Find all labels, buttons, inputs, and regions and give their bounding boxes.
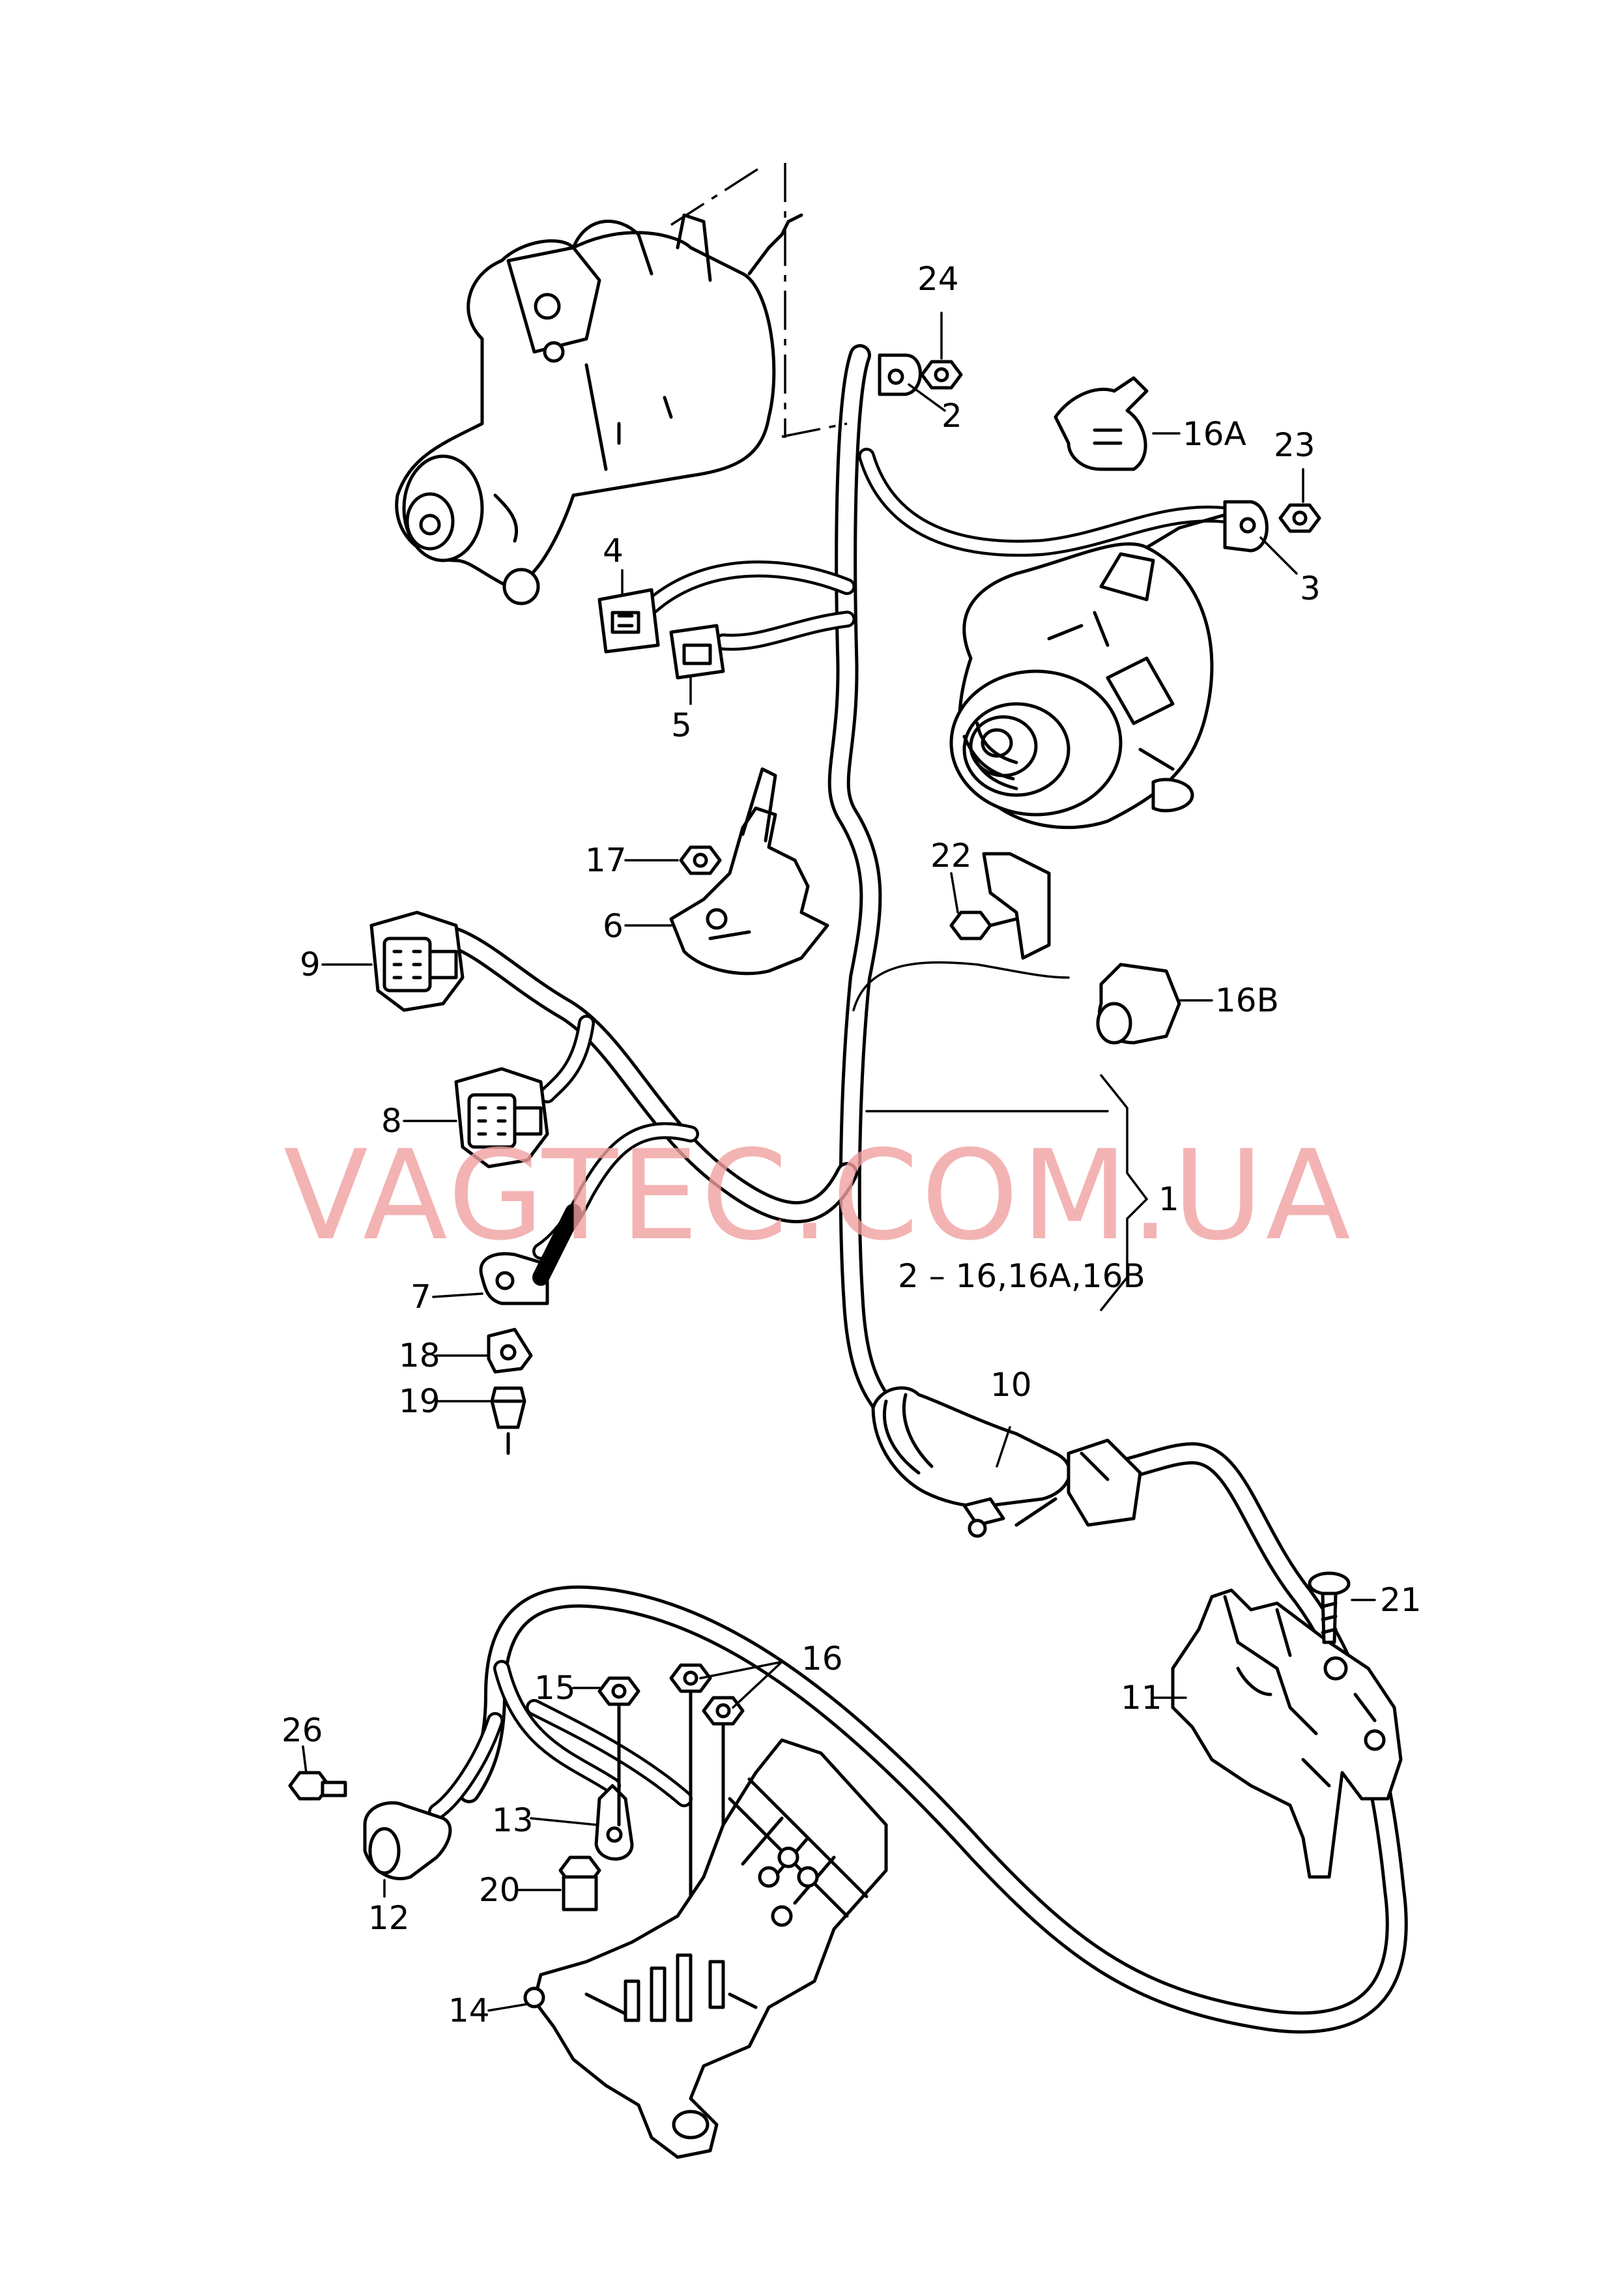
- callout-labels: 24 2 16A 23 3 4 5 17 6 22 16B 9 8 1 2 – …: [281, 260, 1422, 2029]
- nut-24: [920, 360, 963, 390]
- callout-9: 9: [300, 946, 321, 983]
- callout-19: 19: [399, 1382, 440, 1420]
- callout-6: 6: [603, 907, 624, 945]
- alternator: [949, 513, 1227, 830]
- callout-11: 11: [1121, 1679, 1162, 1717]
- nut-23: [1278, 503, 1321, 533]
- screw-21: [1308, 1571, 1351, 1644]
- bracket-6: [669, 767, 829, 976]
- callout-4: 4: [603, 532, 624, 570]
- callout-12: 12: [368, 1899, 410, 1937]
- leader-lines: [302, 312, 1376, 2012]
- bracket-11: [1171, 1588, 1403, 1879]
- callout-23: 23: [1274, 426, 1315, 464]
- plug-19: [490, 1386, 526, 1455]
- callout-21: 21: [1380, 1581, 1422, 1619]
- callout-16: 16: [801, 1640, 843, 1678]
- ring-terminal-3: [1223, 500, 1269, 553]
- bracket-22: [949, 852, 1051, 960]
- connector-9: [369, 910, 465, 1012]
- callout-24: 24: [917, 260, 959, 298]
- callout-13: 13: [492, 1801, 534, 1839]
- callout-16a: 16A: [1183, 415, 1246, 453]
- grommet-10: [871, 1386, 1142, 1538]
- callout-17: 17: [585, 841, 627, 879]
- callout-26: 26: [281, 1711, 323, 1749]
- sensor-16b: [1096, 963, 1181, 1045]
- callout-1: 1: [1158, 1180, 1179, 1218]
- callout-8: 8: [381, 1102, 402, 1140]
- nut-15: [597, 1676, 640, 1827]
- callout-2: 2: [941, 397, 962, 435]
- callout-7: 7: [410, 1278, 431, 1316]
- sensor-16a: [1054, 376, 1149, 471]
- callout-16b: 16B: [1215, 981, 1279, 1019]
- callout-5: 5: [671, 706, 692, 744]
- callout-3: 3: [1300, 570, 1321, 607]
- ring-terminal-7: [479, 1204, 582, 1305]
- connector-5: [669, 624, 725, 680]
- fuse-box-14: [523, 1738, 888, 2159]
- callout-22: 22: [930, 837, 972, 875]
- callout-20: 20: [479, 1871, 521, 1909]
- bolt-26: [288, 1771, 347, 1801]
- callout-14: 14: [448, 1992, 490, 2029]
- callout-18: 18: [399, 1337, 440, 1374]
- callout-15: 15: [534, 1669, 576, 1707]
- connector-12: [363, 1801, 452, 1881]
- callout-1-range: 2 – 16,16A,16B: [898, 1257, 1145, 1295]
- connector-4: [597, 588, 660, 654]
- bolt-20: [558, 1855, 601, 1911]
- connector-8: [454, 1067, 549, 1169]
- starter-motor: [395, 213, 803, 605]
- starter-reference-line: [670, 163, 848, 438]
- callout-10: 10: [990, 1366, 1032, 1404]
- clip-18: [487, 1328, 533, 1374]
- ring-terminal-13: [594, 1784, 634, 1861]
- watermark: VAGTEC.COM.UA: [283, 1124, 1353, 1268]
- nut-17: [679, 845, 722, 875]
